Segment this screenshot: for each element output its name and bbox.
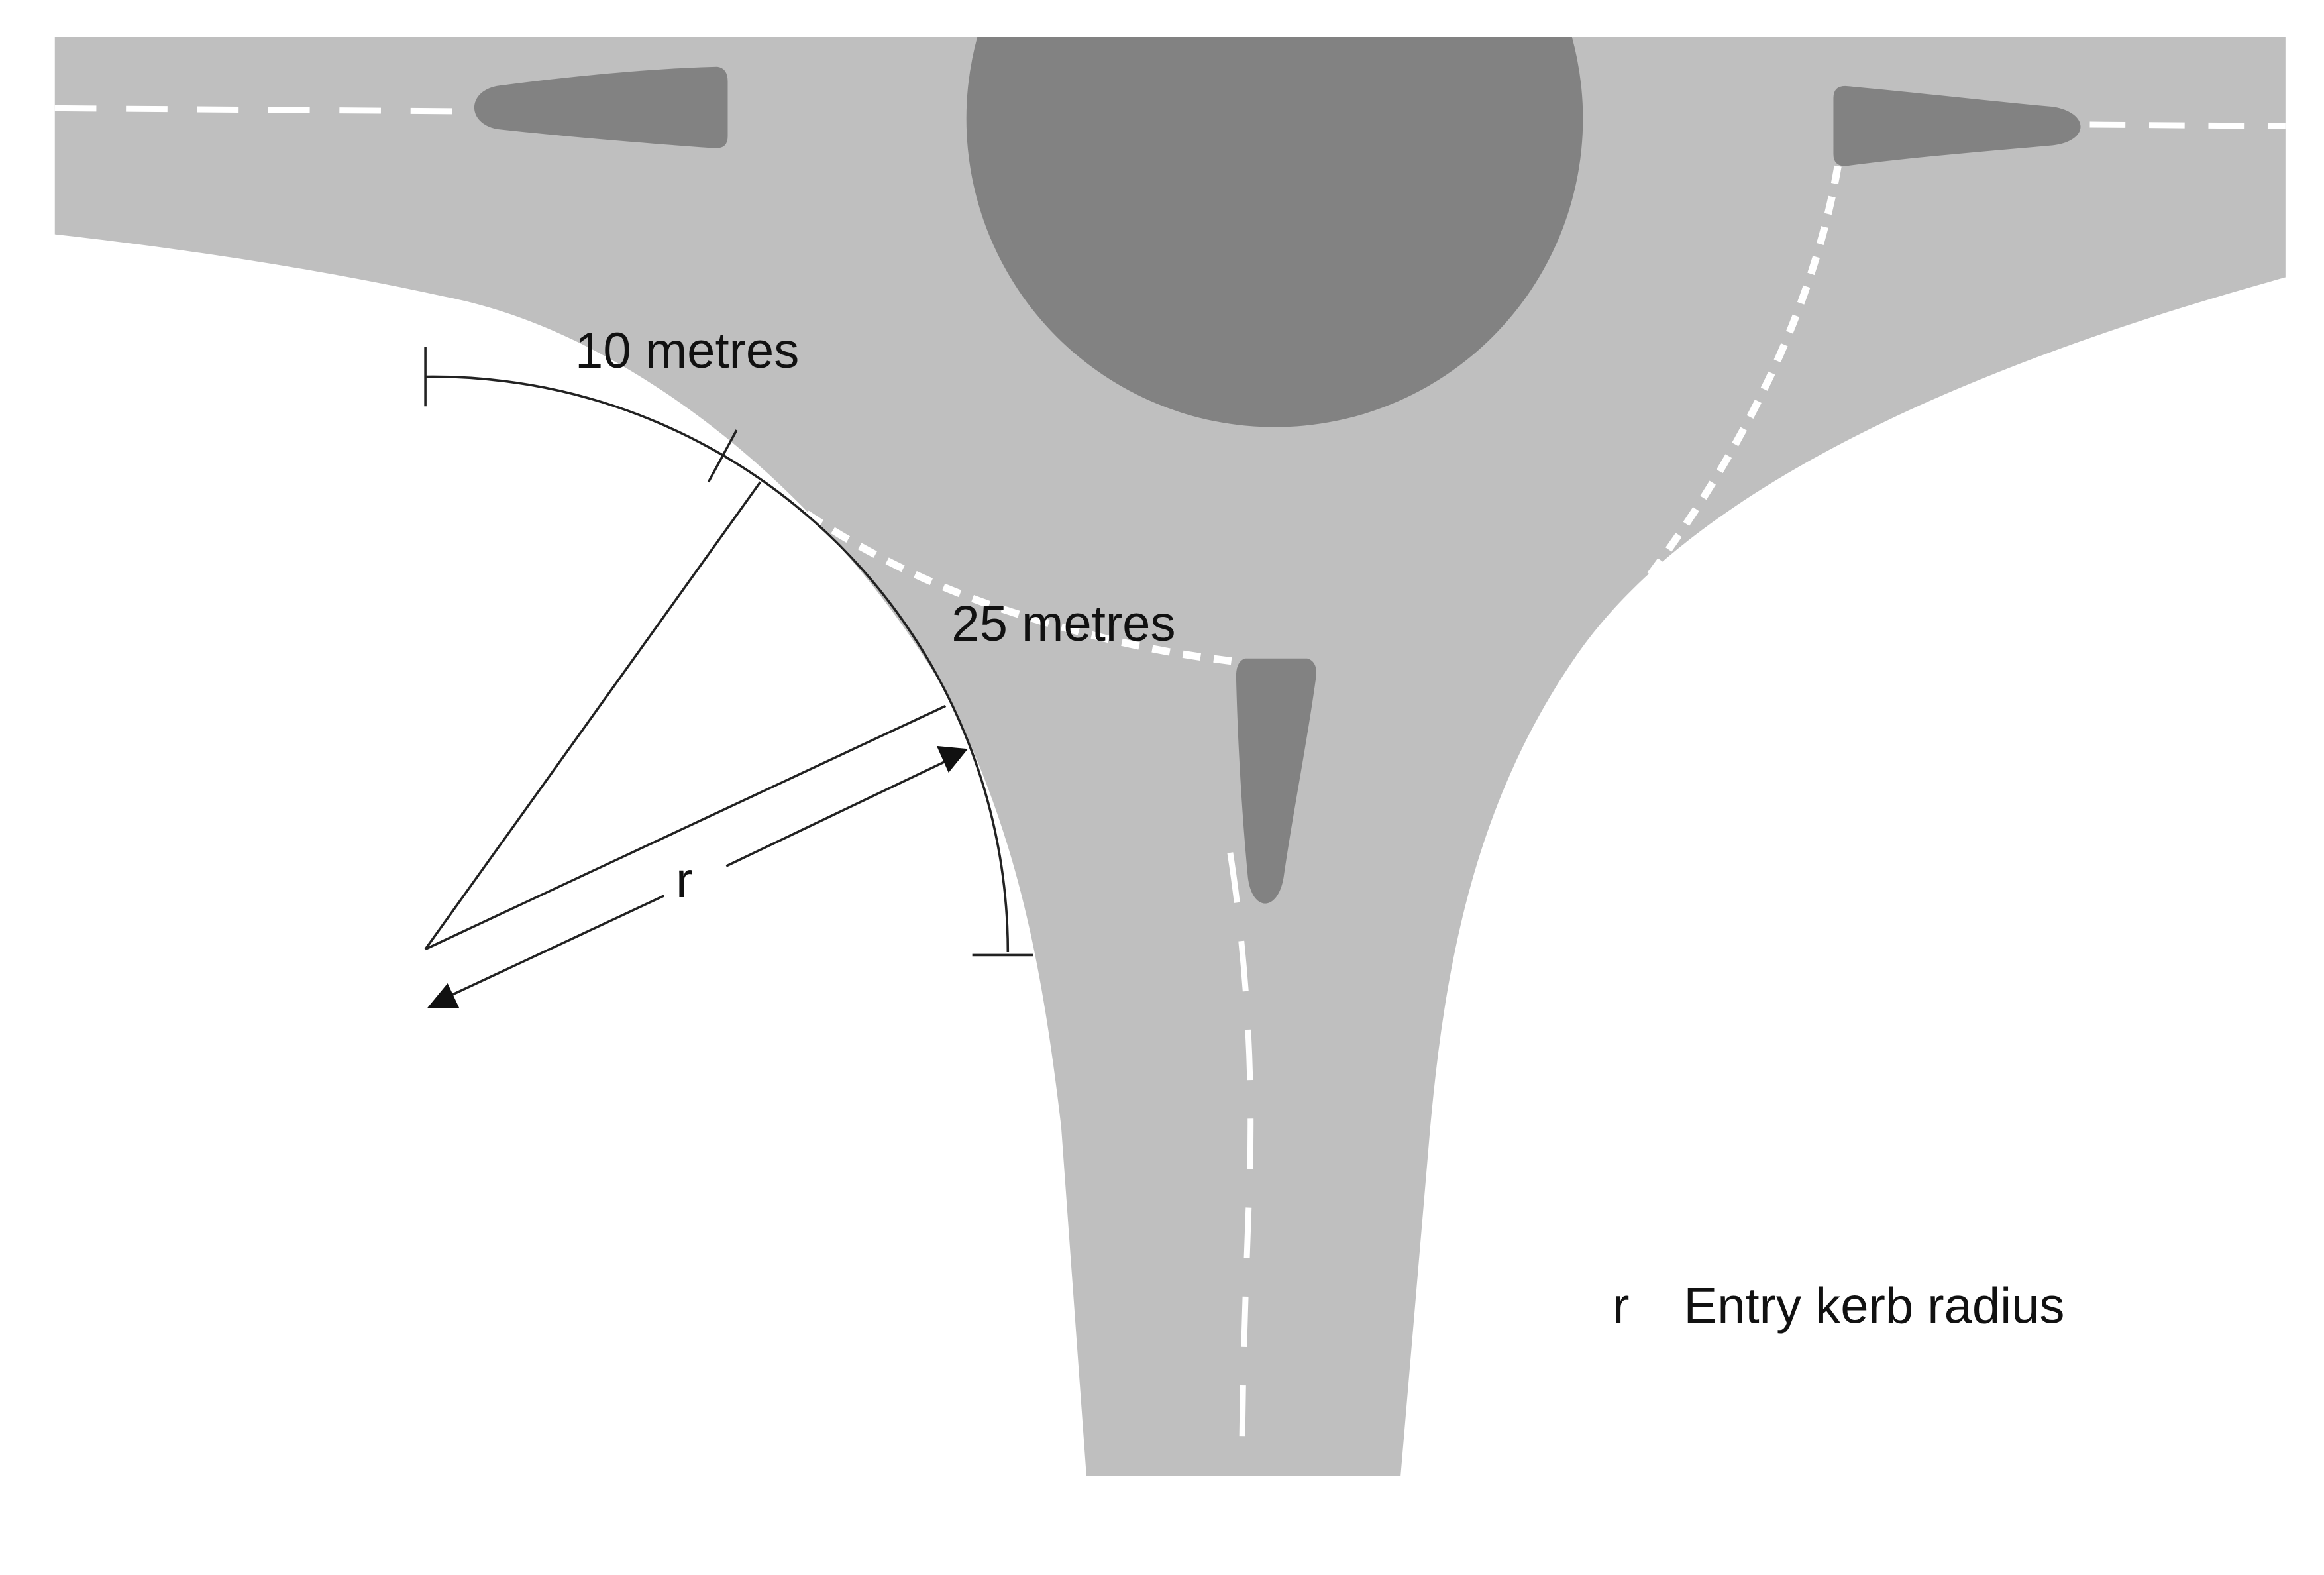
legend-text: Entry kerb radius [1684, 1277, 2065, 1334]
splitter-island-east [1833, 85, 2081, 166]
label-25-metres: 25 metres [951, 596, 1175, 652]
legend-symbol: r [1612, 1277, 1629, 1334]
arrowhead-inner-icon [427, 983, 460, 1008]
splitter-island-south [1236, 658, 1316, 904]
road-surface [54, 36, 2286, 1476]
centre-line-south [1227, 852, 1254, 1472]
label-radius-r: r [676, 852, 692, 908]
radius-line-lower [425, 704, 947, 951]
ten-metre-tick [707, 429, 738, 483]
lane-markings [54, 105, 2286, 1472]
radius-line-upper [424, 481, 762, 950]
arrowhead-outer-icon [936, 745, 968, 773]
central-island [966, 36, 1583, 427]
splitter-island-west [474, 66, 728, 148]
construction-lines [424, 347, 1033, 1003]
label-10-metres: 10 metres [575, 323, 799, 379]
give-way-line-east [1597, 165, 1842, 641]
radius-dimension-line-a [438, 895, 665, 1003]
radius-dimension-line-b [725, 755, 957, 867]
kerb-radius-arc [425, 375, 1010, 952]
centre-line-east [2089, 121, 2286, 129]
